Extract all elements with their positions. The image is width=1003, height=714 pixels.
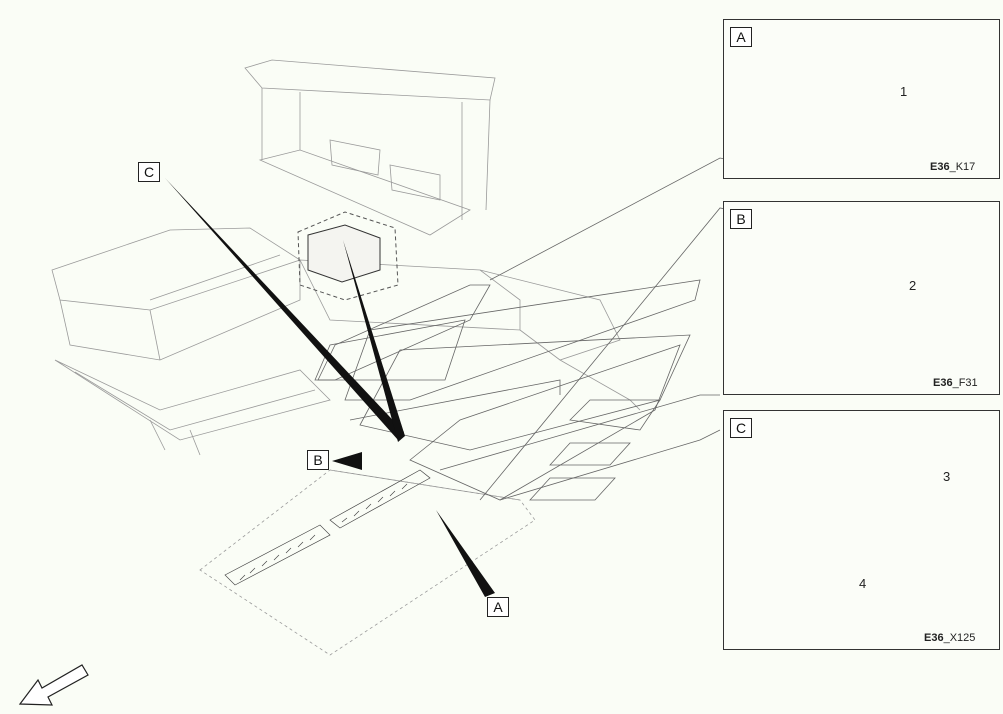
tracks bbox=[54, 359, 331, 441]
panel-b-tag: B bbox=[730, 209, 752, 229]
module-dashed-outline bbox=[297, 211, 399, 301]
panel-a-tag: A bbox=[730, 27, 752, 47]
panel-c-tag: C bbox=[730, 418, 752, 438]
panel-c: C 3 4 E36_X125 bbox=[723, 410, 1000, 650]
callout-4: 4 bbox=[859, 576, 867, 591]
callout-2: 2 bbox=[909, 278, 917, 293]
leader-c bbox=[165, 178, 404, 440]
panel-b: B 2 E36_F31 bbox=[723, 201, 1000, 395]
panel-a: A 1 E36_K17 bbox=[723, 19, 1000, 179]
fuse-board bbox=[199, 469, 536, 656]
panel-b-code: E36_F31 bbox=[933, 377, 978, 389]
panel-c-code: E36_X125 bbox=[924, 632, 976, 644]
leader-b bbox=[332, 452, 362, 470]
leader-c2 bbox=[343, 240, 405, 442]
label-c: C bbox=[138, 162, 160, 182]
operator-platform bbox=[258, 149, 471, 236]
fuse-row bbox=[224, 469, 431, 586]
callout-1: 1 bbox=[900, 84, 908, 99]
direction-arrow bbox=[18, 664, 89, 706]
module-box bbox=[307, 224, 381, 283]
canopy-roof bbox=[244, 59, 496, 101]
label-b: B bbox=[307, 450, 329, 470]
connector-frames bbox=[314, 157, 731, 501]
leader-a bbox=[436, 510, 495, 597]
callout-3: 3 bbox=[943, 469, 951, 484]
panel-a-code: E36_K17 bbox=[930, 161, 976, 173]
main-frame bbox=[299, 259, 521, 331]
hopper bbox=[51, 227, 301, 311]
label-a: A bbox=[487, 597, 509, 617]
